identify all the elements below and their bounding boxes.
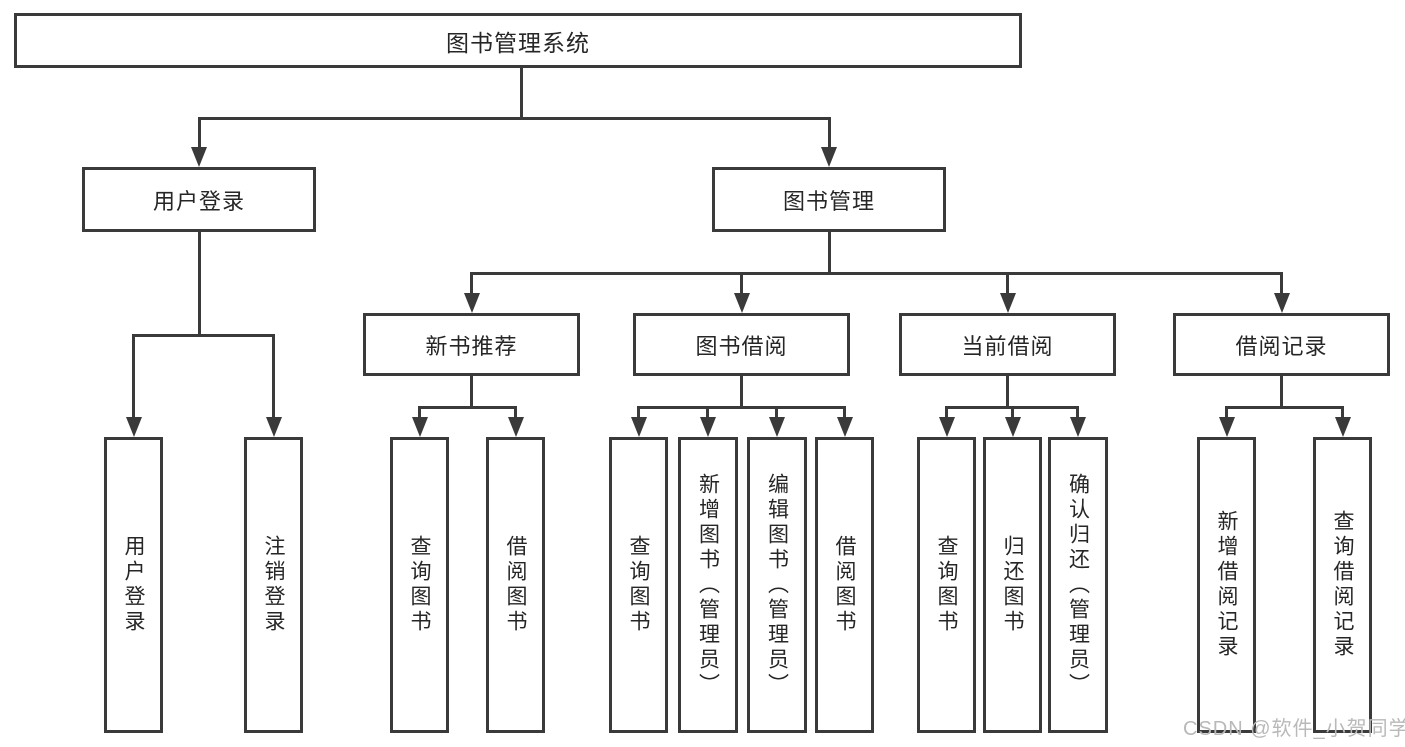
arrowhead-down-icon (125, 417, 142, 437)
connector-bookborrow-stub (740, 376, 743, 407)
leaf-label: 归还图书 (1001, 535, 1024, 635)
arrowhead-down-icon (733, 293, 750, 313)
arrowhead-down-icon (699, 417, 716, 437)
connector-userlogin-hline (132, 333, 275, 337)
leaf-newbooks-query: 查询图书 (390, 437, 449, 733)
connector-borrowrecords-stub (1280, 376, 1283, 407)
connector-root-stub (519, 68, 523, 118)
arrowhead-down-icon (265, 417, 282, 437)
connector-drop (843, 407, 846, 419)
connector-drop (1341, 407, 1344, 419)
leaf-label: 借阅图书 (504, 535, 527, 635)
node-book-borrow-label: 图书借阅 (695, 333, 788, 359)
connector-level3-hline (470, 271, 1283, 275)
leaf-current-return: 归还图书 (983, 437, 1042, 733)
connector-drop (470, 273, 473, 295)
connector-newbooks-hline (418, 405, 517, 409)
connector-drop (418, 407, 421, 419)
leaf-label: 查询图书 (627, 535, 650, 635)
leaf-label: 新增借阅记录 (1215, 510, 1238, 660)
connector-drop (775, 407, 778, 419)
connector-bookmgmt-stub (827, 232, 831, 273)
connector-level2-hline (197, 116, 831, 120)
arrowhead-down-icon (191, 147, 207, 167)
arrowhead-down-icon (938, 417, 955, 437)
connector-drop (1076, 407, 1079, 419)
arrowhead-down-icon (1069, 417, 1086, 437)
node-book-borrow: 图书借阅 (633, 313, 850, 376)
leaf-newbooks-borrow: 借阅图书 (486, 437, 545, 733)
node-root-label: 图书管理系统 (446, 29, 590, 56)
arrowhead-down-icon (1218, 417, 1235, 437)
node-current-borrow-label: 当前借阅 (961, 333, 1054, 359)
connector-drop (637, 407, 640, 419)
leaf-label: 借阅图书 (833, 535, 856, 635)
node-borrow-records-label: 借阅记录 (1235, 333, 1328, 359)
connector-drop (514, 407, 517, 419)
node-current-borrow: 当前借阅 (899, 313, 1116, 376)
leaf-label: 用户登录 (122, 535, 145, 635)
leaf-borrow-query: 查询图书 (609, 437, 668, 733)
node-borrow-records: 借阅记录 (1173, 313, 1390, 376)
node-book-management: 图书管理 (712, 167, 946, 232)
connector-newbooks-stub (470, 376, 473, 407)
leaf-label: 确认归还（管理员） (1066, 472, 1090, 698)
leaf-label: 注销登录 (262, 535, 285, 635)
connector-drop (945, 407, 948, 419)
connector-drop (1011, 407, 1014, 419)
arrowhead-down-icon (507, 417, 524, 437)
node-user-login-label: 用户登录 (152, 188, 245, 214)
arrowhead-down-icon (821, 147, 837, 167)
leaf-user-login: 用户登录 (104, 437, 163, 733)
arrowhead-down-icon (836, 417, 853, 437)
connector-bookmgmt-drop (827, 118, 831, 149)
leaf-label: 新增图书（管理员） (696, 472, 720, 698)
leaf-label: 编辑图书（管理员） (765, 472, 789, 698)
arrowhead-down-icon (999, 293, 1016, 313)
connector-drop (1280, 273, 1283, 295)
node-book-management-label: 图书管理 (782, 188, 875, 214)
node-root: 图书管理系统 (14, 13, 1022, 68)
connector-drop (132, 335, 135, 419)
arrowhead-down-icon (1004, 417, 1021, 437)
arrowhead-down-icon (1334, 417, 1351, 437)
connector-drop (706, 407, 709, 419)
connector-drop (1006, 273, 1009, 295)
arrowhead-down-icon (411, 417, 428, 437)
csdn-watermark: CSDN @软件_小贺同学 (1183, 718, 1405, 740)
arrowhead-down-icon (463, 293, 480, 313)
arrowhead-down-icon (1273, 293, 1290, 313)
arrowhead-down-icon (768, 417, 785, 437)
connector-drop (740, 273, 743, 295)
arrowhead-down-icon (630, 417, 647, 437)
connector-borrowrecords-hline (1225, 405, 1344, 409)
leaf-borrow-edit: 编辑图书（管理员） (747, 437, 807, 733)
leaf-label: 查询图书 (935, 535, 958, 635)
leaf-logout: 注销登录 (244, 437, 303, 733)
leaf-borrow-add: 新增图书（管理员） (678, 437, 738, 733)
node-new-books-label: 新书推荐 (425, 333, 518, 359)
node-user-login: 用户登录 (82, 167, 316, 232)
node-new-books: 新书推荐 (363, 313, 580, 376)
connector-currentborrow-stub (1006, 376, 1009, 407)
connector-bookborrow-hline (637, 405, 846, 409)
leaf-current-query: 查询图书 (917, 437, 976, 733)
leaf-label: 查询借阅记录 (1331, 510, 1354, 660)
connector-userlogin-drop (197, 118, 201, 149)
leaf-label: 查询图书 (408, 535, 431, 635)
leaf-records-query: 查询借阅记录 (1313, 437, 1372, 733)
connector-drop (272, 335, 275, 419)
leaf-current-confirm: 确认归还（管理员） (1048, 437, 1108, 733)
leaf-records-add: 新增借阅记录 (1197, 437, 1256, 733)
connector-drop (1225, 407, 1228, 419)
leaf-borrow-book: 借阅图书 (815, 437, 874, 733)
connector-userlogin-stub (197, 232, 201, 335)
